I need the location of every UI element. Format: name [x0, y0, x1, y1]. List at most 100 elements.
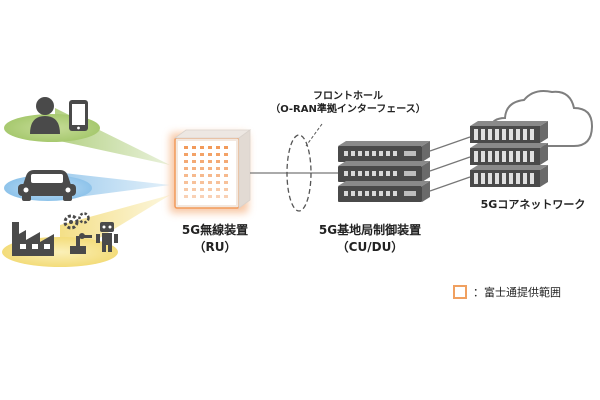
antenna-element	[216, 160, 220, 163]
cudu-name: 5G基地局制御装置	[318, 223, 422, 237]
server-slots	[474, 129, 534, 184]
slot	[516, 151, 520, 162]
fronthaul-label: フロントホール （O-RAN準拠インターフェース）	[258, 90, 438, 116]
robot-arm-icon	[70, 233, 92, 254]
backhaul-line-1	[429, 136, 471, 152]
antenna-element	[208, 146, 212, 149]
antenna-element	[184, 153, 188, 156]
backhaul-line-3	[429, 176, 471, 192]
backhaul-line-2	[429, 156, 471, 172]
slot	[502, 151, 506, 162]
antenna-element	[200, 195, 204, 198]
slot	[523, 173, 527, 184]
core-network-label: 5Gコアネットワーク	[480, 198, 586, 211]
cudu-server-stack	[338, 141, 430, 202]
port	[386, 171, 390, 176]
antenna-element	[224, 153, 228, 156]
antenna-element	[184, 160, 188, 163]
ru-antenna-dots	[184, 146, 228, 198]
fronthaul-title: フロントホール	[313, 91, 383, 102]
antenna-element	[224, 181, 228, 184]
antenna-element	[184, 195, 188, 198]
antenna-element	[216, 153, 220, 156]
legend-swatch	[453, 285, 467, 299]
port	[344, 171, 348, 176]
antenna-element	[192, 174, 196, 177]
antenna-element	[200, 160, 204, 163]
slot	[481, 129, 485, 140]
port	[386, 191, 390, 196]
slot	[516, 173, 520, 184]
slot	[488, 129, 492, 140]
cudu-label: 5G基地局制御装置 （CU/DU）	[300, 222, 440, 256]
slot	[509, 173, 513, 184]
factory-icon	[12, 222, 54, 256]
ru-label: 5G無線装置 （RU）	[160, 222, 270, 256]
slot	[530, 151, 534, 162]
smartphone-icon	[69, 100, 88, 131]
antenna-element	[208, 174, 212, 177]
car-icon	[18, 170, 76, 201]
port	[379, 171, 383, 176]
antenna-element	[184, 174, 188, 177]
antenna-element	[216, 181, 220, 184]
port	[344, 151, 348, 156]
antenna-element	[208, 167, 212, 170]
antenna-element	[192, 146, 196, 149]
slot	[495, 129, 499, 140]
antenna-element	[200, 174, 204, 177]
port	[358, 171, 362, 176]
antenna-element	[184, 167, 188, 170]
person-icon	[30, 97, 60, 134]
ru-abbr: （RU）	[193, 240, 237, 254]
antenna-element	[184, 188, 188, 191]
antenna-element	[216, 174, 220, 177]
slot	[516, 129, 520, 140]
antenna-element	[208, 188, 212, 191]
antenna-element	[208, 195, 212, 198]
port	[344, 191, 348, 196]
port	[404, 151, 416, 156]
port	[351, 171, 355, 176]
port	[351, 191, 355, 196]
port	[351, 151, 355, 156]
antenna-element	[200, 146, 204, 149]
antenna-element	[184, 146, 188, 149]
antenna-element	[192, 188, 196, 191]
slot	[502, 173, 506, 184]
port	[365, 171, 369, 176]
antenna-element	[216, 188, 220, 191]
fronthaul-pointer	[305, 123, 323, 147]
antenna-element	[224, 188, 228, 191]
slot	[488, 151, 492, 162]
slot	[481, 151, 485, 162]
legend-text: ：富士通提供範囲	[473, 286, 561, 299]
slot	[488, 173, 492, 184]
antenna-element	[216, 146, 220, 149]
port	[372, 171, 376, 176]
antenna-element	[208, 153, 212, 156]
slot	[523, 151, 527, 162]
slot	[481, 173, 485, 184]
port	[365, 151, 369, 156]
antenna-element	[184, 181, 188, 184]
slot	[523, 129, 527, 140]
fronthaul-ellipse	[286, 134, 312, 212]
slot	[495, 151, 499, 162]
antenna-element	[200, 181, 204, 184]
slot	[530, 129, 534, 140]
slot	[502, 129, 506, 140]
slot	[495, 173, 499, 184]
port	[379, 191, 383, 196]
slot	[474, 173, 478, 184]
antenna-element	[224, 174, 228, 177]
antenna-element	[216, 195, 220, 198]
radio-unit-icon	[173, 129, 252, 209]
port	[372, 151, 376, 156]
fronthaul-subtitle: （O-RAN準拠インターフェース）	[270, 104, 426, 115]
slot	[530, 173, 534, 184]
antenna-element	[192, 160, 196, 163]
core-server-stack	[470, 121, 548, 187]
antenna-element	[192, 195, 196, 198]
